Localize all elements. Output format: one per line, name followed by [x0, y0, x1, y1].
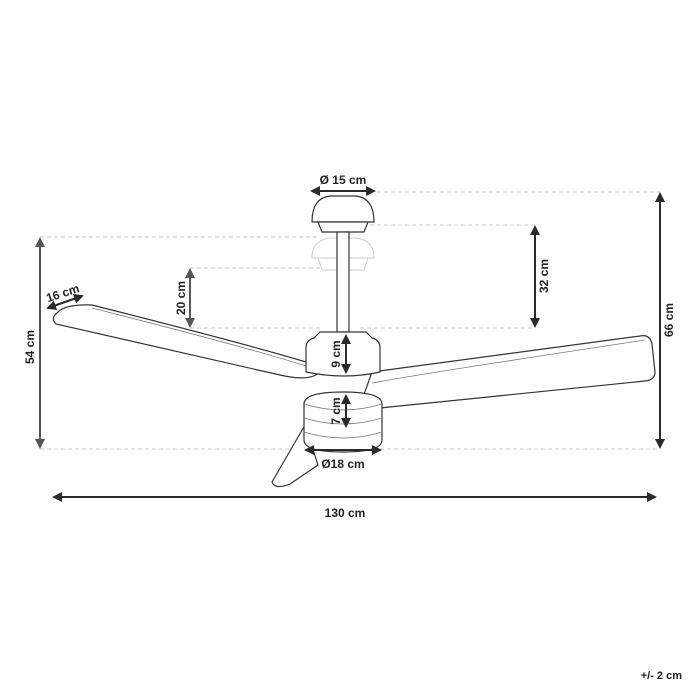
svg-text:66 cm: 66 cm [662, 303, 676, 337]
dim-overall-diameter: 130 cm [52, 492, 657, 520]
dim-canopy-diameter: Ø 15 cm [310, 173, 376, 196]
dim-blade-span-height: 54 cm [23, 237, 45, 449]
svg-text:32 cm: 32 cm [537, 259, 551, 293]
fan-blade-right [361, 335, 656, 409]
fan-blade-left [52, 304, 321, 379]
svg-text:16 cm: 16 cm [44, 281, 81, 305]
svg-text:7 cm: 7 cm [329, 397, 343, 424]
svg-text:Ø 15 cm: Ø 15 cm [320, 173, 367, 187]
dim-blade-width: 16 cm [44, 281, 84, 311]
dim-motor-diameter: Ø18 cm [304, 445, 382, 471]
dim-downrod-length: 32 cm [530, 225, 551, 328]
dim-light-housing-height: 7 cm [329, 394, 351, 428]
svg-text:9 cm: 9 cm [329, 340, 343, 367]
tolerance-note: +/- 2 cm [640, 670, 682, 682]
svg-text:20 cm: 20 cm [174, 281, 188, 315]
dim-downrod-adjust: 20 cm [174, 268, 195, 328]
dim-upper-housing-height: 9 cm [329, 334, 351, 374]
svg-text:Ø18 cm: Ø18 cm [321, 457, 364, 471]
svg-text:130 cm: 130 cm [325, 506, 366, 520]
svg-text:54 cm: 54 cm [23, 330, 37, 364]
downrod [336, 231, 350, 333]
motor-housing-upper [305, 331, 381, 377]
guide-lines [40, 191, 660, 450]
canopy [311, 195, 375, 233]
dim-total-height: 66 cm [655, 192, 676, 449]
light-housing [303, 391, 383, 453]
